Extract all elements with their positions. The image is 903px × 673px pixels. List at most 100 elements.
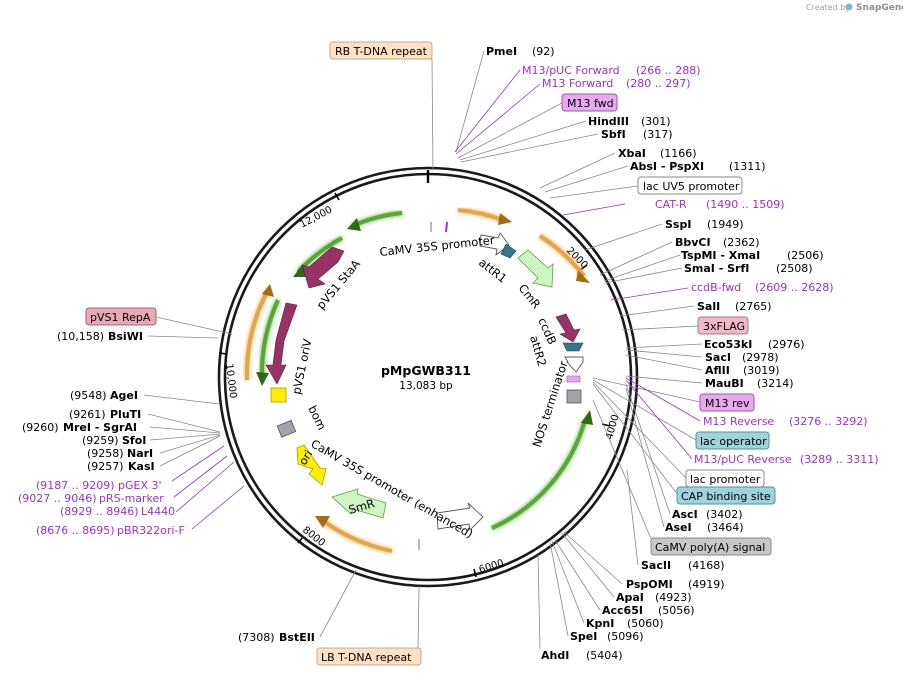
leader-lb-tdna bbox=[417, 585, 420, 651]
snapgene-logo-icon bbox=[845, 3, 853, 11]
arc-orange-3[interactable] bbox=[320, 518, 393, 553]
primer-l4440[interactable]: L4440 bbox=[141, 505, 175, 518]
site-asci[interactable]: AscI bbox=[672, 508, 698, 521]
bom-box[interactable] bbox=[276, 419, 297, 438]
attr1-teal[interactable] bbox=[500, 243, 517, 259]
site-pspomi[interactable]: PspOMI bbox=[626, 578, 673, 591]
site-kpni[interactable]: KpnI bbox=[586, 617, 614, 630]
box-m13-fwd[interactable] bbox=[561, 93, 618, 112]
primer-m13puc-rev[interactable]: M13/pUC Reverse bbox=[694, 453, 792, 466]
arc-green-3[interactable] bbox=[259, 299, 280, 379]
primer-m13-reverse[interactable]: M13 Reverse bbox=[703, 415, 774, 428]
boxed-feature-labels: RB T-DNA repeat M13 fwd lac UV5 promoter… bbox=[85, 41, 776, 666]
site-saci-pos: (2978) bbox=[742, 351, 779, 364]
label-lac-operator: lac operator bbox=[700, 435, 767, 448]
site-spei[interactable]: SpeI bbox=[570, 630, 597, 643]
leader-m13-reverse bbox=[625, 377, 701, 422]
box-camv-polya[interactable] bbox=[650, 537, 772, 556]
primer-m13-fwd[interactable]: M13 Forward bbox=[542, 77, 613, 90]
site-sacii[interactable]: SacII bbox=[641, 559, 671, 572]
site-tspmi[interactable]: TspMI - XmaI bbox=[681, 249, 760, 262]
box-rb-tdna[interactable] bbox=[329, 41, 433, 60]
site-mrei-pos: (9260) bbox=[22, 421, 59, 434]
tick-10000 bbox=[218, 352, 228, 355]
pvs1-oriv-arrow[interactable] bbox=[265, 302, 298, 385]
box-pvs1-repa[interactable] bbox=[85, 307, 157, 326]
site-sspi[interactable]: SspI bbox=[665, 218, 691, 231]
camv-35s-promoter-top-arrow[interactable] bbox=[479, 232, 510, 257]
site-sfoi[interactable]: SfoI bbox=[122, 434, 146, 447]
site-apai[interactable]: ApaI bbox=[616, 591, 644, 604]
site-pluti-pos: (9261) bbox=[69, 408, 106, 421]
site-absi[interactable]: AbsI - PspXI bbox=[630, 160, 704, 173]
label-cap-binding: CAP binding site bbox=[681, 490, 771, 503]
site-asei[interactable]: AseI bbox=[665, 521, 692, 534]
primer-m13puc-fwd[interactable]: M13/pUC Forward bbox=[522, 64, 620, 77]
site-agei-pos: (9548) bbox=[70, 389, 107, 402]
site-tspmi-pos: (2506) bbox=[787, 249, 824, 262]
cmr-arrow[interactable] bbox=[517, 249, 554, 288]
attr2-teal[interactable] bbox=[562, 342, 584, 352]
site-smai[interactable]: SmaI - SrfI bbox=[684, 262, 749, 275]
site-bbvci[interactable]: BbvCI bbox=[675, 236, 711, 249]
site-acc65i[interactable]: Acc65I bbox=[602, 604, 643, 617]
box-cap-binding[interactable] bbox=[676, 486, 776, 505]
site-bsteii[interactable]: BstEII bbox=[279, 631, 315, 644]
site-agei[interactable]: AgeI bbox=[110, 389, 138, 402]
site-maubi[interactable]: MauBI bbox=[705, 377, 744, 390]
site-ahdi-pos: (5404) bbox=[586, 649, 623, 662]
site-pmei[interactable]: PmeI bbox=[486, 45, 517, 58]
box-lac-uv5[interactable] bbox=[637, 176, 743, 195]
leader-kpni bbox=[551, 540, 585, 624]
site-ahdi[interactable]: AhdI bbox=[541, 649, 569, 662]
arc-orange-4[interactable] bbox=[244, 289, 270, 381]
pvs1-staa-arrow[interactable] bbox=[301, 246, 345, 289]
box-lac-operator[interactable] bbox=[695, 431, 770, 450]
leader-pspomi bbox=[563, 531, 623, 585]
box-lb-tdna[interactable] bbox=[316, 647, 422, 666]
camv-polya-box[interactable] bbox=[566, 389, 582, 404]
smr-arrow[interactable] bbox=[331, 488, 387, 519]
primer-prs-marker-pos: (9027 .. 9046) bbox=[18, 492, 97, 505]
site-aflii[interactable]: AflII bbox=[705, 364, 730, 377]
site-absi-pos: (1311) bbox=[729, 160, 766, 173]
arc-green-1[interactable] bbox=[351, 211, 403, 228]
m13-rev-mark[interactable] bbox=[566, 375, 581, 383]
site-kasi[interactable]: KasI bbox=[128, 460, 155, 473]
site-asei-pos: (3464) bbox=[707, 521, 744, 534]
site-nari[interactable]: NarI bbox=[127, 447, 153, 460]
label-ori: ori bbox=[296, 447, 316, 467]
site-spei-pos: (5096) bbox=[607, 630, 644, 643]
primer-cat-r-pos: (1490 .. 1509) bbox=[706, 198, 785, 211]
primer-cat-r[interactable]: CAT-R bbox=[655, 198, 687, 211]
site-sali-pos: (2765) bbox=[735, 300, 772, 313]
site-hindiii[interactable]: HindIII bbox=[588, 115, 629, 128]
site-xbai[interactable]: XbaI bbox=[618, 147, 646, 160]
ccdb-arrow[interactable] bbox=[555, 313, 581, 343]
primer-ccdb-fwd[interactable]: ccdB-fwd bbox=[691, 281, 741, 294]
site-sali[interactable]: SalI bbox=[697, 300, 720, 313]
attr2-arrow[interactable] bbox=[564, 356, 584, 373]
primer-m13-reverse-pos: (3276 .. 3292) bbox=[789, 415, 868, 428]
site-pluti[interactable]: PluTI bbox=[110, 408, 141, 421]
site-sbfi[interactable]: SbfI bbox=[601, 128, 626, 141]
site-mrei[interactable]: MreI - SgrAI bbox=[63, 421, 137, 434]
site-eco53ki[interactable]: Eco53kI bbox=[704, 338, 752, 351]
leader-pbr322 bbox=[191, 485, 245, 530]
site-bsiwi[interactable]: BsiWI bbox=[108, 330, 143, 343]
leader-saci bbox=[625, 349, 703, 358]
arc-nos-terminator[interactable] bbox=[491, 419, 587, 530]
primer-prs-marker[interactable]: pRS-marker bbox=[99, 492, 164, 505]
ori-arrow[interactable] bbox=[296, 444, 327, 486]
arc-orange-1[interactable] bbox=[457, 208, 506, 223]
site-saci[interactable]: SacI bbox=[705, 351, 731, 364]
primer-pgex[interactable]: pGEX 3' bbox=[118, 479, 162, 492]
box-3xflag[interactable] bbox=[697, 316, 749, 335]
arc-orange-2[interactable] bbox=[538, 234, 586, 278]
leader-eco53ki bbox=[625, 343, 703, 349]
box-m13-rev[interactable] bbox=[699, 393, 755, 412]
primer-pbr322[interactable]: pBR322ori-F bbox=[117, 524, 185, 537]
leader-pmei bbox=[455, 50, 485, 153]
camv-35s-enhanced-arrow[interactable] bbox=[436, 502, 484, 531]
pvs1-yellow-box[interactable] bbox=[270, 387, 287, 403]
